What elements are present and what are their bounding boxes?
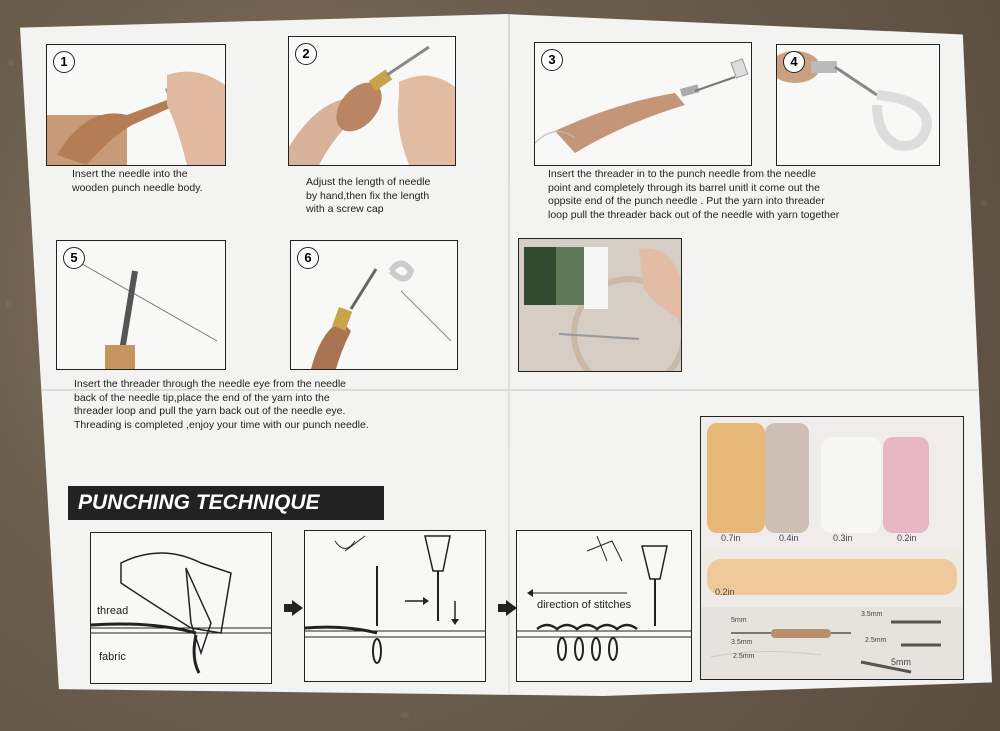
technique-panel-2 — [304, 530, 486, 682]
step-number: 5 — [63, 247, 85, 269]
fabric-label: fabric — [99, 651, 126, 663]
yarn-loops-illustration — [701, 417, 963, 679]
loop-size-label: 0.2in — [715, 587, 735, 597]
step-1-caption: Insert the needle into the wooden punch … — [72, 168, 203, 194]
fold-line-horizontal — [20, 389, 992, 391]
step-number: 2 — [295, 43, 317, 65]
needle-size-label: 2.5mm — [733, 653, 755, 660]
arrow-right-icon — [284, 600, 303, 616]
step-1-illustration — [47, 71, 225, 165]
step-number: 4 — [783, 51, 805, 73]
technique-1-illustration — [91, 552, 271, 674]
step-3-illustration — [535, 58, 749, 153]
step-5-6-caption: Insert the threader through the needle e… — [74, 378, 369, 431]
technique-3-illustration — [517, 535, 691, 661]
direction-label: direction of stitches — [537, 599, 632, 611]
fold-line-vertical — [508, 14, 510, 696]
step-3-caption: Insert the threader in to the punch need… — [548, 168, 840, 221]
needle-size-label: 3.5mm — [731, 639, 753, 646]
loop-sizes-photo: 0.7in 0.4in 0.3in 0.2in 0.2in 3.5mm 2.5m… — [700, 416, 964, 680]
technique-2-illustration — [305, 535, 485, 664]
needle-size-label: 3.5mm — [861, 611, 883, 618]
punching-technique-title: PUNCHING TECHNIQUE — [68, 486, 384, 520]
loop-size-label: 0.7in — [721, 533, 741, 543]
step-number: 1 — [53, 51, 75, 73]
needle-size-label: 5mm — [731, 617, 747, 624]
step-2-caption: Adjust the length of needle by hand,then… — [306, 176, 431, 215]
step-5-panel: 5 — [56, 240, 226, 370]
technique-panel-3: direction of stitches — [516, 530, 692, 682]
loop-size-label: 0.4in — [779, 533, 799, 543]
step-5-illustration — [76, 260, 218, 369]
step-2-illustration — [289, 45, 455, 165]
needle-size-label: 2.5mm — [865, 637, 887, 644]
technique-panel-1: thread fabric — [90, 532, 272, 684]
embroidery-illustration — [519, 239, 681, 371]
step-4-panel: 4 — [776, 44, 940, 166]
step-6-panel: 6 — [290, 240, 458, 370]
step-1-panel: 1 — [46, 44, 226, 166]
thread-label: thread — [97, 605, 129, 617]
needle-size-label: 5mm — [891, 657, 911, 667]
step-number: 6 — [297, 247, 319, 269]
step-6-illustration — [311, 260, 452, 369]
arrow-right-icon — [498, 600, 517, 616]
step-number: 3 — [541, 49, 563, 71]
loop-size-label: 0.2in — [897, 533, 917, 543]
embroidery-photo — [518, 238, 682, 372]
step-2-panel: 2 — [288, 36, 456, 166]
instruction-sheet: 1 Insert the needle into the wooden punc… — [20, 14, 992, 696]
step-3-panel: 3 — [534, 42, 752, 166]
loop-size-label: 0.3in — [833, 533, 853, 543]
